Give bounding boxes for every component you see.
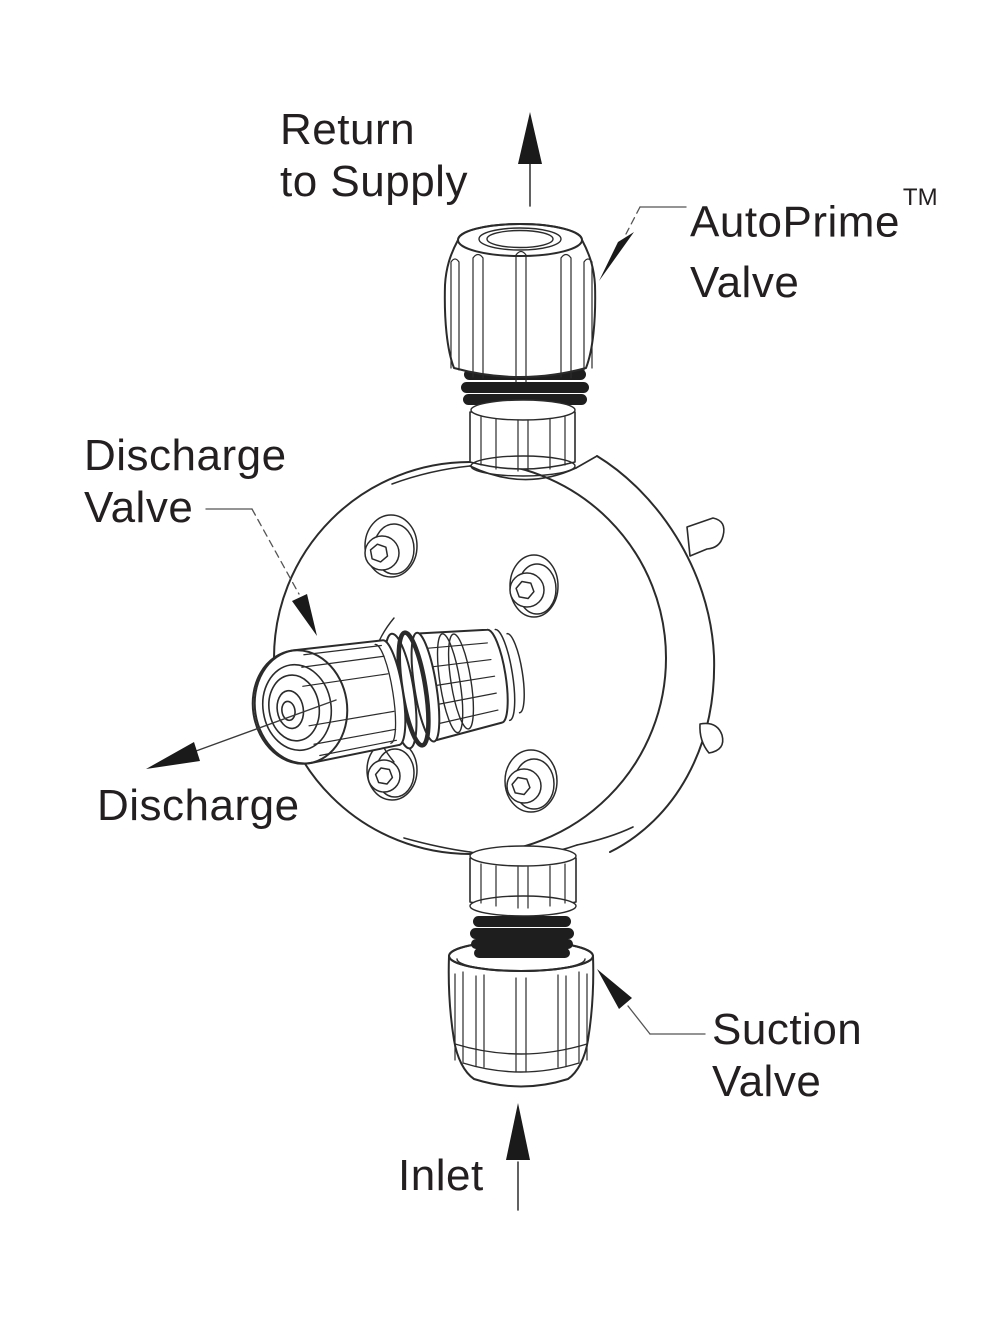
socket-screw-right bbox=[509, 554, 559, 618]
discharge-flow-arrow-icon bbox=[146, 699, 337, 769]
suction-valve-leader-arrow-icon bbox=[597, 969, 706, 1035]
return-to-supply-label: Return to Supply bbox=[280, 105, 468, 206]
inlet-flow-label: Inlet bbox=[398, 1151, 484, 1200]
discharge-valve-label: Discharge Valve bbox=[84, 431, 287, 532]
annotations bbox=[146, 112, 706, 1211]
discharge-valve-leader-arrow-icon bbox=[205, 508, 317, 636]
autoprime-leader-arrow-icon bbox=[599, 206, 687, 281]
socket-screw-top-left bbox=[364, 514, 418, 578]
inlet-flow-arrow-icon bbox=[506, 1103, 530, 1211]
mounting-peg-bottom bbox=[699, 722, 724, 754]
autoprime-valve-label: AutoPrimeTM Valve bbox=[690, 184, 938, 307]
autoprime-valve-drawing bbox=[443, 223, 597, 477]
discharge-valve-drawing bbox=[251, 628, 525, 765]
suction-valve-label: Suction Valve bbox=[712, 1005, 863, 1106]
thread-rings-bottom bbox=[470, 916, 574, 958]
mounting-peg-top bbox=[686, 517, 725, 557]
trademark-superscript: TM bbox=[902, 184, 938, 211]
discharge-flow-label: Discharge bbox=[97, 781, 300, 830]
socket-screw-bottom-left bbox=[366, 739, 418, 801]
suction-valve-drawing bbox=[447, 845, 595, 1088]
socket-screw-bottom bbox=[504, 749, 558, 813]
return-flow-arrow-icon bbox=[518, 112, 542, 207]
